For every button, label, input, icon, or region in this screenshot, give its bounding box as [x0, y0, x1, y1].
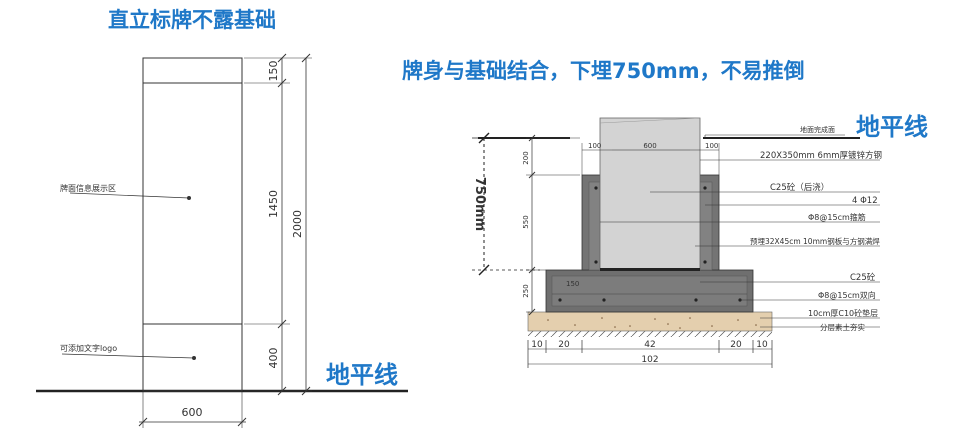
right-labels: 750mm 200 550 250 100 600 100 150 地面完成面 … — [472, 125, 882, 365]
annot-c10: 10cm厚C10砼垫层 — [808, 308, 878, 318]
annot-stirrup: Φ8@15cm箍筋 — [808, 212, 866, 222]
dim-100-right: 100 — [705, 142, 718, 150]
depth-750-label: 750mm — [472, 177, 487, 231]
left-labels: 牌面信息展示区 可添加文字logo — [60, 183, 117, 353]
dim-250-right: 250 — [522, 284, 530, 297]
annot-c25-later: C25砼（后浇） — [770, 182, 829, 193]
annot-soil: 分层素土夯实 — [820, 322, 865, 332]
left-dimensions: 150 1450 400 2000 600 — [182, 61, 305, 420]
sign-body — [142, 57, 243, 392]
inner-150-label: 150 — [566, 280, 579, 288]
label-info-area: 牌面信息展示区 — [60, 183, 116, 193]
steel-tube — [599, 117, 701, 271]
dim-bottom-42: 42 — [644, 340, 655, 350]
ground-label-right: 地平线 — [856, 113, 928, 141]
right-title: 牌身与基础结合，下埋750mm，不易推倒 — [402, 59, 805, 83]
soil-layer — [528, 331, 772, 337]
dim-bottom-20a: 20 — [558, 340, 570, 350]
c10-cushion — [527, 311, 773, 332]
dim-600-top: 600 — [643, 142, 656, 150]
annot-steel-tube: 220X350mm 6mm厚镀锌方钢 — [760, 150, 882, 161]
annot-c25: C25砼 — [850, 272, 876, 283]
annot-mesh: Φ8@15cm双向 — [818, 290, 876, 300]
label-logo-area: 可添加文字logo — [60, 343, 117, 353]
dim-600: 600 — [182, 406, 203, 419]
dim-bottom-20b: 20 — [730, 340, 742, 350]
left-title: 直立标牌不露基础 — [108, 8, 276, 32]
annot-ground-surface: 地面完成面 — [800, 125, 835, 134]
right-foundation-drawing — [472, 117, 880, 368]
annot-embedded-plate: 预埋32X45cm 10mm钢板与方钢满焊 — [750, 236, 880, 246]
dim-1450: 1450 — [267, 190, 280, 218]
dim-100-left: 100 — [588, 142, 601, 150]
dim-200-right: 200 — [522, 151, 530, 164]
dim-150: 150 — [267, 61, 280, 82]
ground-label-left: 地平线 — [326, 361, 398, 389]
dim-bottom-10b: 10 — [756, 340, 768, 350]
dim-bottom-total: 102 — [641, 355, 658, 365]
dim-400: 400 — [267, 348, 280, 369]
left-sign-drawing — [36, 53, 408, 428]
dim-550-right: 550 — [522, 215, 530, 228]
dim-bottom-10a: 10 — [531, 340, 543, 350]
annot-rebar-4: 4 Φ12 — [852, 196, 878, 206]
dim-2000: 2000 — [291, 210, 304, 238]
